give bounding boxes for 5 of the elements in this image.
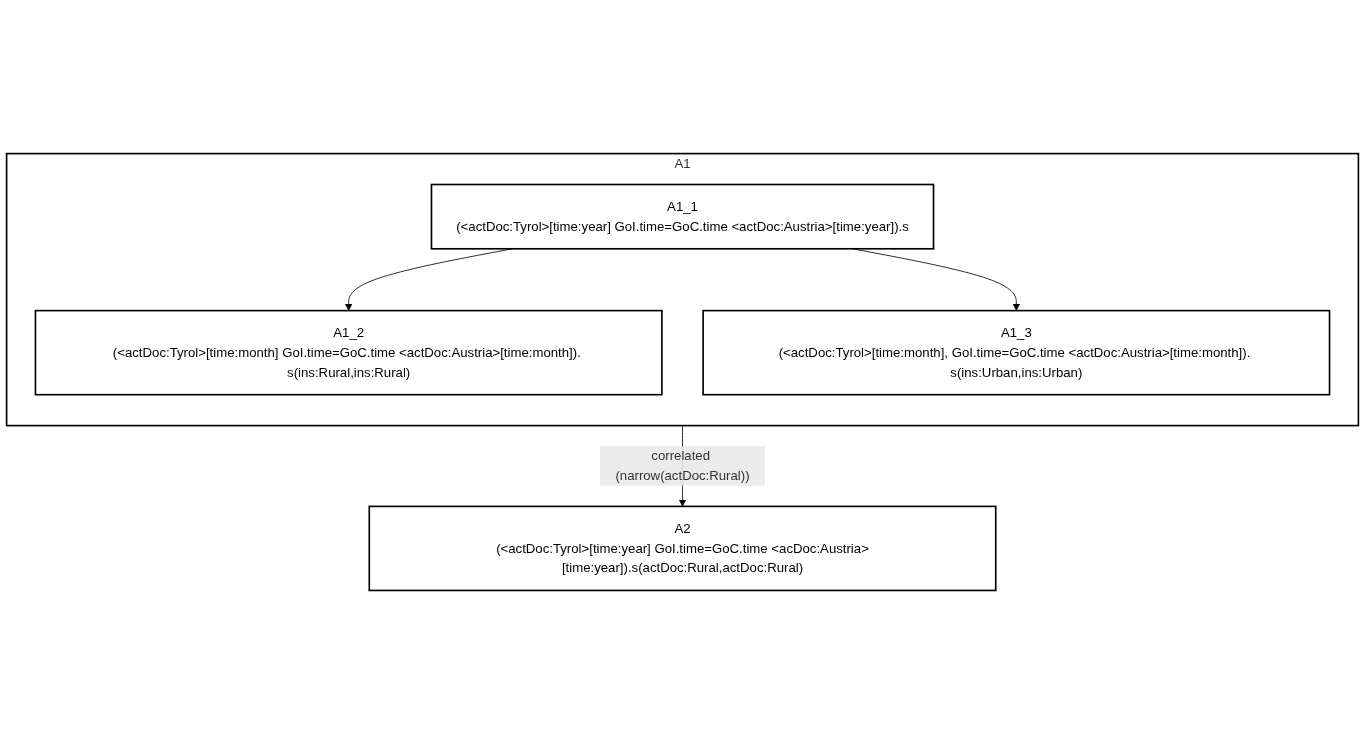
edge-label: correlated (narrow(actDoc:Rural)) [615, 448, 750, 483]
node-box: A1_1 (<actDoc:Tyrol>[time:year] GoI.time=GoC.time <actDoc:Austria>[time:year]).s [430, 183, 935, 250]
node-box: A1_2 (<actDoc:Tyrol>[time:month] GoI.time=GoC.time <actDoc:Austria>[time:month]). s(ins:Rural,ins:Rural) [34, 309, 663, 396]
node-box: A1_3 (<actDoc:Tyrol>[time:month], GoI.time=GoC.time <actDoc:Austria>[time:month]). s(ins:Urban,ins:Urban) [702, 309, 1331, 396]
node-box: A2 (<actDoc:Tyrol>[time:year] GoI.time=GoC.time <acDoc:Austria>[time:year]).s(actDoc:Rural,actDoc:Rural) [368, 505, 997, 592]
